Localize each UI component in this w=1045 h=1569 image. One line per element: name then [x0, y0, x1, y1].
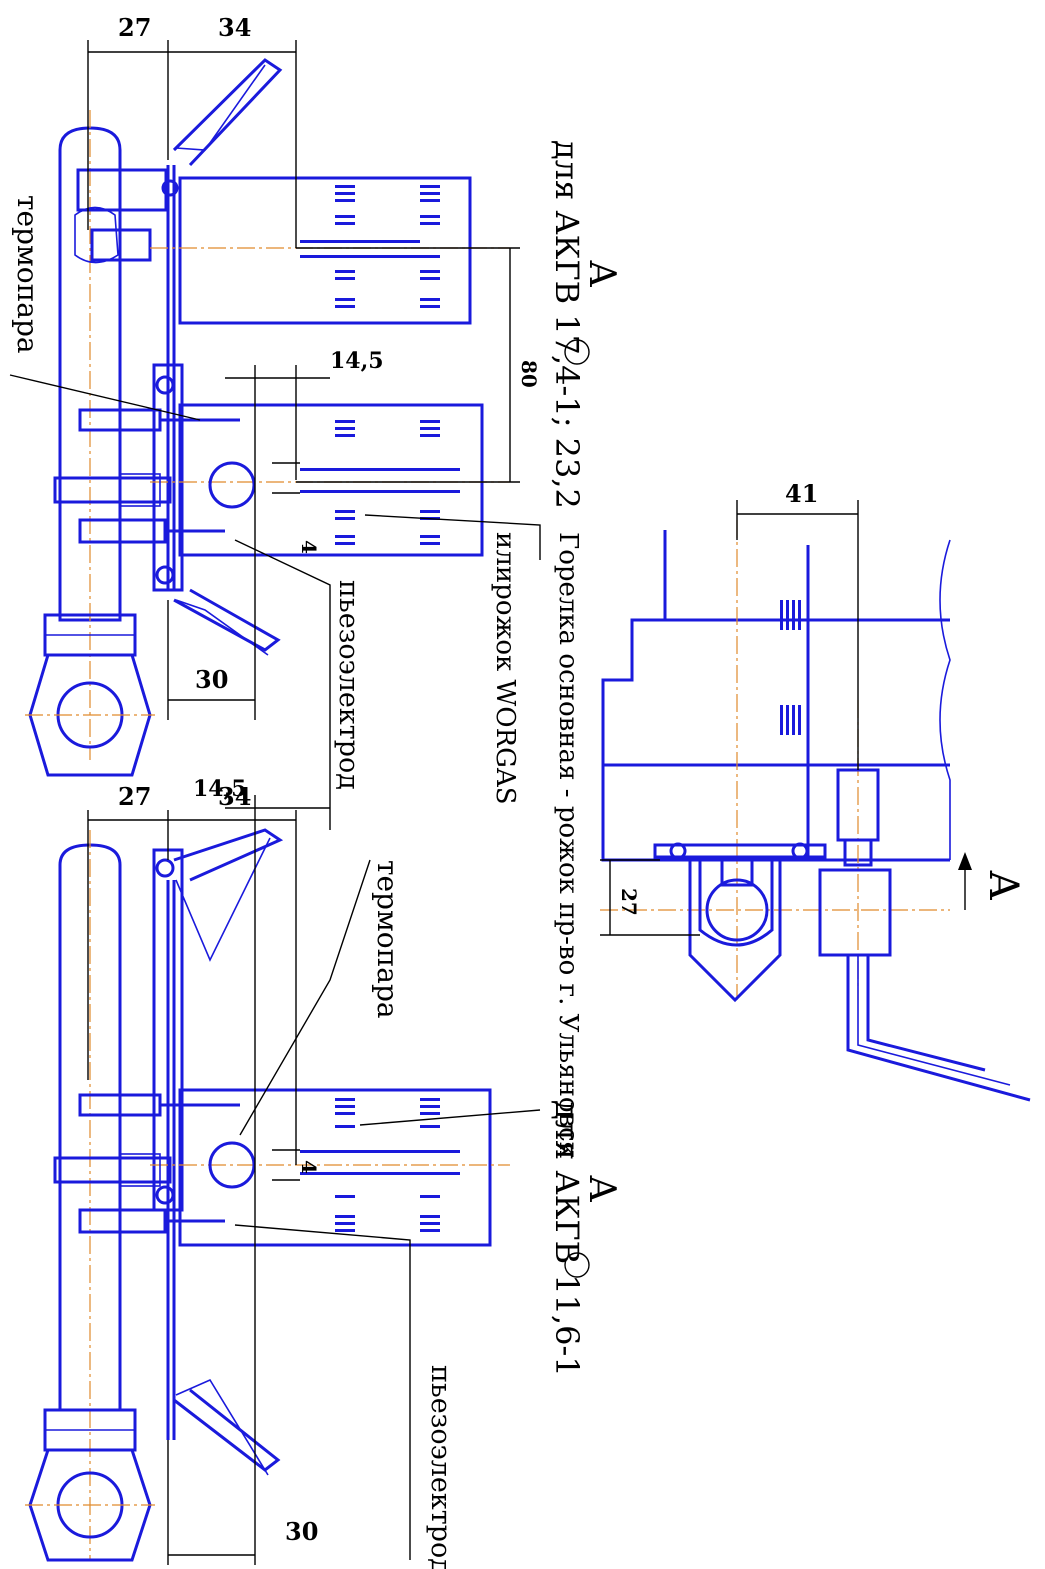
- dims-top: [9, 40, 541, 830]
- dim-top-4: 4: [297, 540, 321, 554]
- view-direction-label: А: [980, 870, 1026, 900]
- dim-bottom-4: 4: [297, 1160, 321, 1174]
- burner-caption-2: илирожок WORGAS: [490, 532, 520, 805]
- burner-caption-1: Горелка основная - рожок пр-во г. Ульяно…: [553, 532, 583, 1158]
- label-piezo-bottom: пьезоэлектрод: [425, 1365, 456, 1569]
- gas-slots-bottom: [300, 1098, 460, 1232]
- view-title-bottom: А: [581, 1175, 622, 1202]
- gas-slots-top: [300, 185, 460, 545]
- side-view: 41 27 А: [600, 479, 1031, 1102]
- igniters-bottom: [53, 1093, 256, 1234]
- dim-side-41: 41: [785, 479, 818, 508]
- dim-bottom-27: 27: [118, 782, 151, 811]
- label-thermocouple-top: термопара: [11, 195, 44, 354]
- dim-top-34: 34: [218, 13, 251, 42]
- dim-side-27: 27: [617, 888, 641, 916]
- reflector-bottom: [173, 828, 284, 1476]
- mounting-plate-top: [74, 165, 184, 592]
- dim-top-14-5: 14,5: [330, 348, 384, 374]
- gas-pipe-top: [25, 110, 155, 777]
- dim-bottom-14-5: 14,5: [193, 776, 247, 802]
- reflector-top: [172, 58, 283, 656]
- model-title-bottom: для АКГВ 11,6-1: [548, 1100, 586, 1377]
- view-direction-arrow: [958, 852, 972, 910]
- bottom-view: 27 34 14,5 4 30 термопара пьезоэлектрод …: [25, 776, 622, 1569]
- model-title-top: для АКГВ 17,4-1; 23,2: [548, 140, 586, 509]
- dim-top-30: 30: [195, 665, 228, 694]
- dim-top-80: 80: [517, 360, 541, 388]
- igniters-top: [53, 408, 256, 544]
- dims-bottom: [87, 795, 541, 1565]
- side-slots: [780, 600, 801, 735]
- side-clamp: [653, 842, 827, 1003]
- side-body: [600, 520, 951, 1000]
- view-rotation-icon-bottom: [564, 1252, 590, 1278]
- dims-side: [600, 500, 859, 936]
- gas-pipe-bottom: [25, 830, 155, 1562]
- view-rotation-icon-top: [564, 339, 590, 365]
- dim-top-27: 27: [118, 13, 151, 42]
- top-view: 27 34 14,5 4 30 80 термопара пьезоэлектр…: [9, 13, 622, 830]
- side-nozzle: [818, 768, 1031, 1102]
- dim-bottom-34: 34: [218, 782, 251, 811]
- view-title-top: А: [581, 260, 622, 287]
- label-piezo-top: пьезоэлектрод: [333, 580, 364, 790]
- dim-bottom-30: 30: [285, 1517, 318, 1546]
- mounting-plate-bottom: [152, 848, 184, 1440]
- label-thermocouple-bottom: термопара: [371, 860, 404, 1019]
